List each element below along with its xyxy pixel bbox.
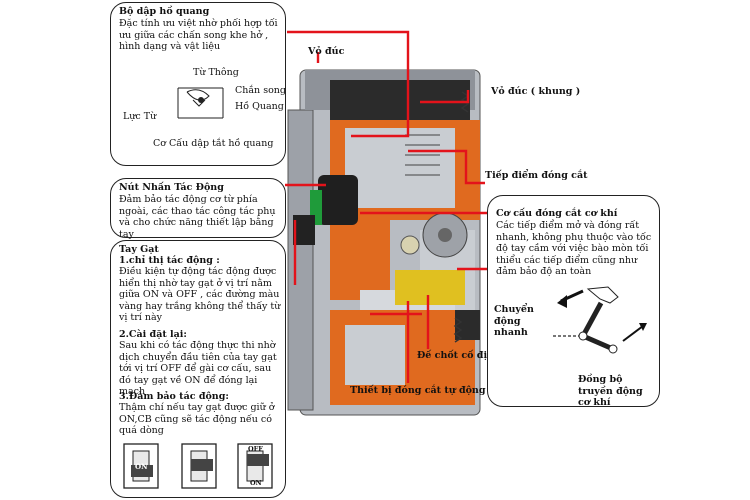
callout-lines [285,30,493,383]
indication-title: 1.chỉ thị tác động : [119,255,220,266]
linkage-diagram [543,281,653,366]
molded-frame-label: Vỏ đúc ( khung ) [491,86,581,97]
arc-quencher-text: Đặc tính ưu việt nhờ phối hợp tối ưu giữ… [119,18,278,52]
mechanism-box: Cơ cấu đóng cắt cơ khí Các tiếp điểm mở … [487,195,660,408]
arc-quencher-box: Bộ dập hồ quang Đặc tính ưu việt nhờ phố… [110,2,286,166]
push-button-title: Nút Nhấn Tác Động [119,182,224,193]
fast-motion-label: Chuyển động nhanh [494,304,534,338]
handle [293,175,358,245]
handle-title: Tay Gạt [119,244,159,255]
switch-on-bottom-label: ON [250,479,262,487]
auto-trip-label: Thiết bị đóng cắt tự động [350,385,486,396]
switch-position-off: OFF ON [235,441,275,491]
trip-free-text: Thậm chí nếu tay gạt được giữ ở ON,CB cũ… [119,402,275,436]
reset-text: Sau khi có tác động thực thi nhờ dịch ch… [119,340,277,397]
push-button-box: Nút Nhấn Tác Động Đảm bảo tác động cơ từ… [110,178,286,240]
switch-position-tripped [179,441,219,491]
switch-position-on: ON [121,441,161,491]
mechanical-sync-label: Đồng bộ truyền động cơ khí [578,374,643,408]
switching-contact-label: Tiếp điểm đóng cắt [485,170,588,181]
flux-label: Từ Thông [193,67,239,78]
mechanism-title: Cơ cấu đóng cắt cơ khí [496,208,618,219]
handle-box: Tay Gạt 1.chỉ thị tác động : Điều kiện t… [110,240,286,498]
molded-case-label: Vỏ đúc [308,46,345,57]
arc-caption: Cơ Cấu dập tắt hồ quang [153,138,274,149]
arc-label: Hồ Quang [235,101,284,112]
arc-chute [405,134,440,176]
indication-text: Điều kiện tự động tác động được hiển thị… [119,266,281,323]
mechanism-text: Các tiếp điểm mở và đóng rất nhanh, khôn… [496,220,652,277]
switch-on-label: ON [135,462,148,471]
trip-free-title: 3.Đảm bảo tác động: [119,391,229,402]
arc-quencher-title: Bộ dập hồ quang [119,6,210,17]
arc-diagram [173,78,233,128]
bars-label: Chắn song [235,85,286,96]
fixing-pin-label: Đế chốt cố định [417,350,501,361]
push-button-text: Đảm bảo tác động cơ từ phía ngoài, các t… [119,194,276,240]
switch-off-label: OFF [248,445,263,453]
reset-title: 2.Cài đặt lại: [119,329,187,340]
force-label: Lực Từ [123,111,157,122]
